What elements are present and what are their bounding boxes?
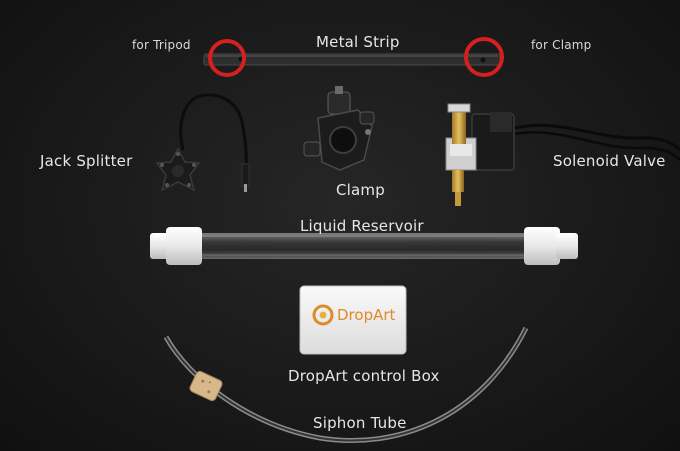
for-tripod-label: for Tripod: [132, 38, 191, 52]
cork: [189, 370, 223, 402]
liquid-reservoir: [150, 227, 578, 265]
jack-splitter-label: Jack Splitter: [40, 152, 133, 170]
liquid-reservoir-label: Liquid Reservoir: [300, 217, 424, 235]
solenoid-valve: [445, 103, 680, 206]
for-clamp-label: for Clamp: [531, 38, 592, 52]
clamp-label: Clamp: [336, 181, 385, 199]
control-box: [299, 285, 407, 355]
tripod-hole-highlight: [208, 39, 246, 77]
siphon-tube: [163, 326, 529, 443]
solenoid-valve-label: Solenoid Valve: [553, 152, 666, 170]
control-box-label: DropArt control Box: [288, 367, 440, 385]
clamp-hole-highlight: [464, 37, 504, 77]
metal-strip-label: Metal Strip: [316, 33, 400, 51]
box-logo-text: DropArt: [337, 306, 396, 324]
clamp: [303, 86, 375, 171]
metal-strip: [203, 37, 504, 77]
jack-splitter: [155, 93, 250, 192]
siphon-tube-label: Siphon Tube: [313, 414, 407, 432]
